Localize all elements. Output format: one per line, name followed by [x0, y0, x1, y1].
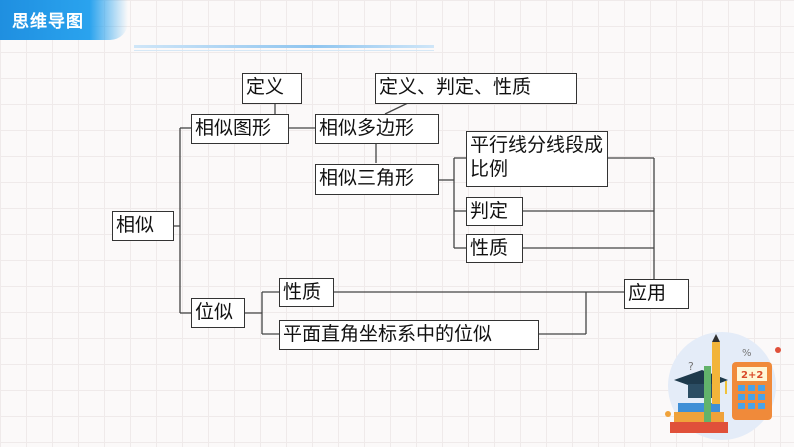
node-homothety-coordinates: 平面直角坐标系中的位似: [279, 320, 539, 350]
section-header: 思维导图: [0, 0, 128, 40]
node-similar-figures: 相似图形: [191, 114, 289, 144]
node-polygons-topics: 定义、判定、性质: [375, 73, 577, 104]
node-triangles-properties: 性质: [466, 234, 523, 263]
node-homothety-properties: 性质: [279, 278, 334, 307]
page-title: 思维导图: [12, 12, 84, 32]
title-underline: [134, 45, 434, 48]
node-triangles-judgement: 判定: [466, 197, 523, 226]
node-application: 应用: [624, 279, 689, 309]
percent-sign: %: [742, 348, 752, 359]
node-similar-polygons: 相似多边形: [315, 114, 439, 144]
calculator-icon: 2+2: [732, 362, 772, 420]
book-icon: [678, 403, 720, 412]
question-mark: ?: [688, 360, 694, 373]
book-icon: [670, 422, 728, 433]
ruler-icon: [704, 366, 711, 422]
node-similar-triangles: 相似三角形: [315, 164, 439, 195]
pencil-icon: [712, 334, 720, 404]
node-figures-definition: 定义: [242, 73, 302, 104]
book-icon: [674, 412, 724, 422]
node-root-similarity: 相似: [112, 211, 174, 241]
calculator-display: 2+2: [741, 370, 763, 381]
node-homothety: 位似: [191, 298, 245, 328]
node-proportional-segments: 平行线分线段成比例: [466, 131, 608, 187]
title-underline-thin: [134, 50, 434, 51]
school-supplies-illustration: ? % 2+2: [665, 332, 781, 440]
